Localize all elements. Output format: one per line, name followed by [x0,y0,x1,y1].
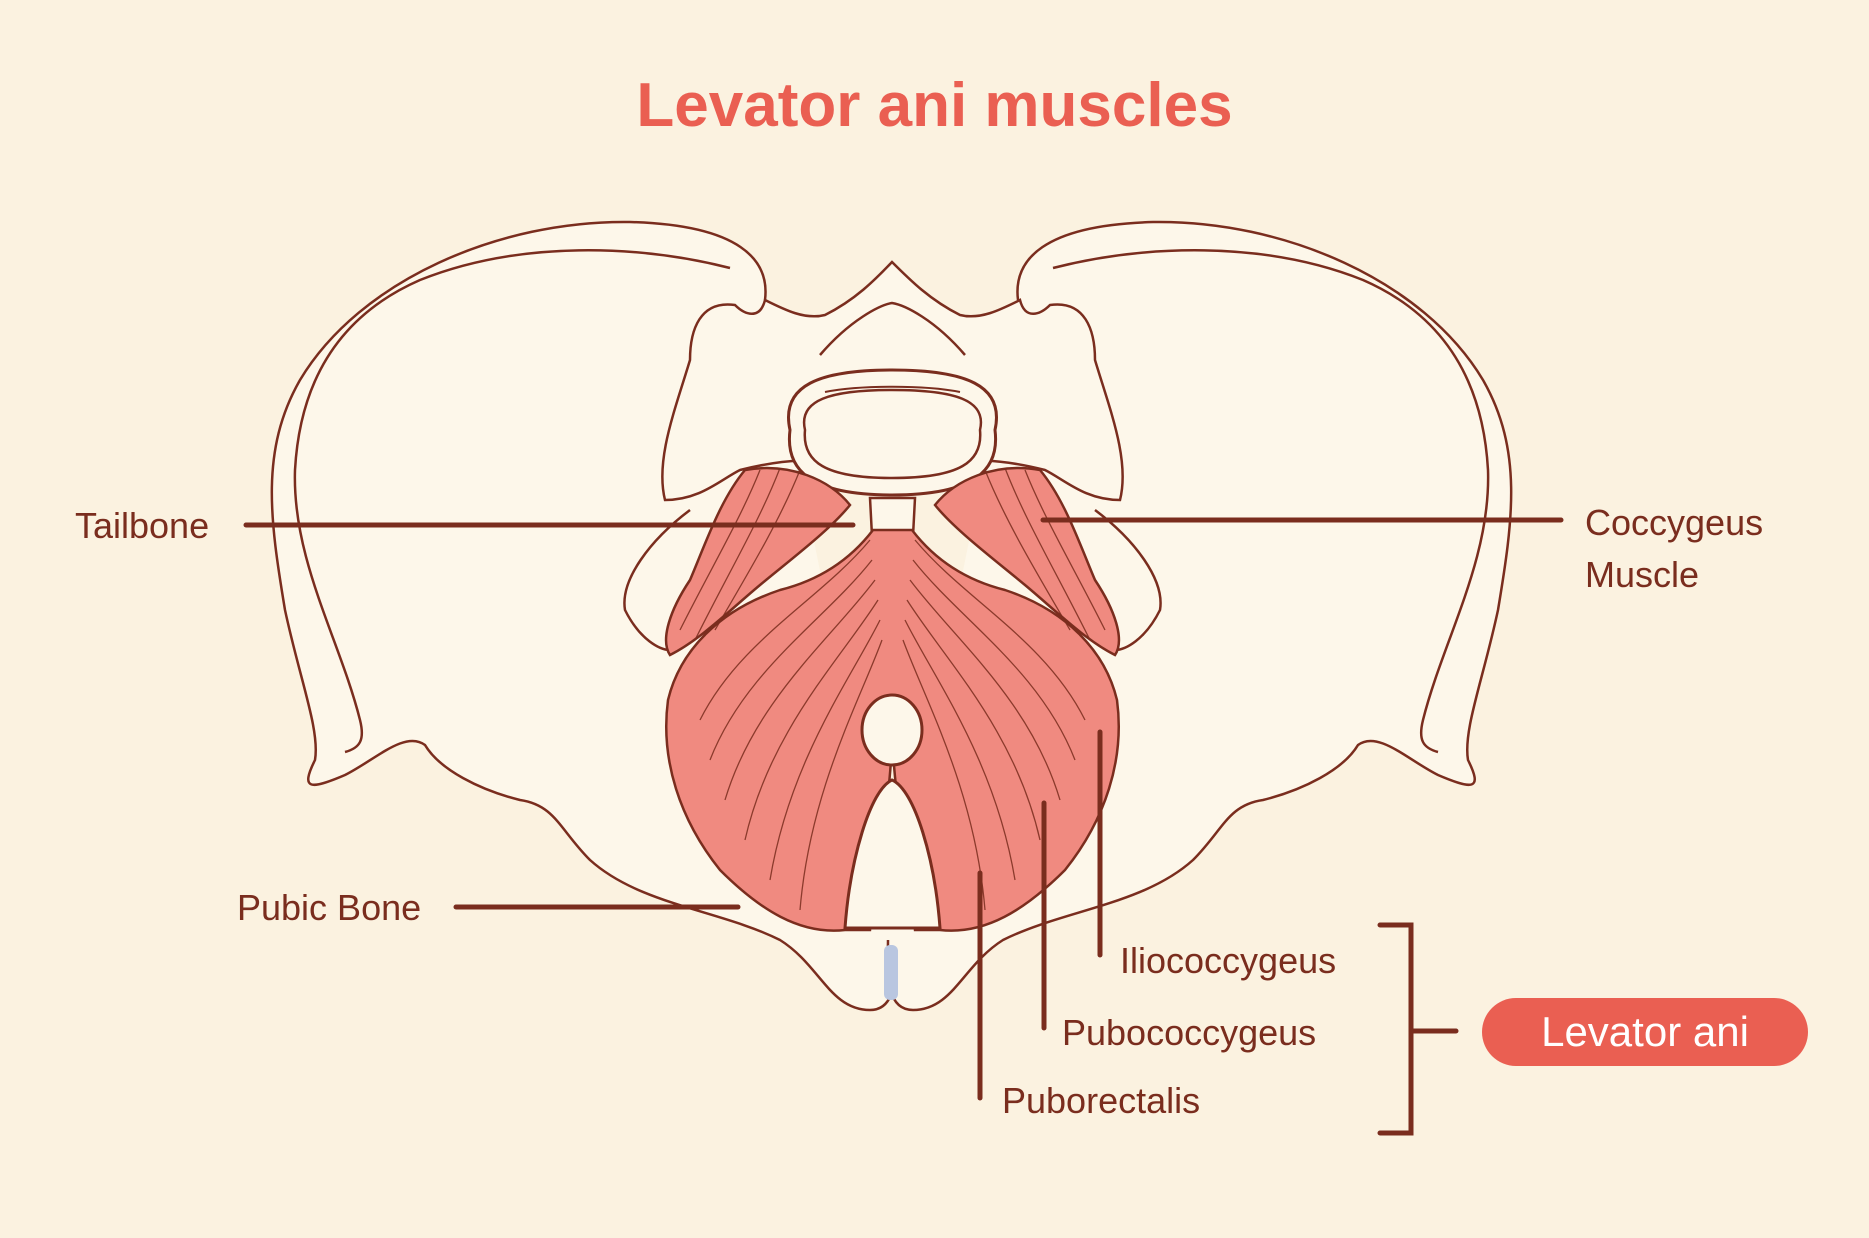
pubic-symphysis [884,945,898,1000]
levator-ani-bracket [1377,922,1414,1136]
vertebra-body [787,368,998,497]
iliococcygeus-label: Iliococcygeus [1120,940,1337,981]
puborectalis-label: Puborectalis [1002,1080,1201,1121]
levator-ani-badge: Levator ani [1482,998,1808,1066]
page-title: Levator ani muscles [636,71,1233,140]
pubic-bone-label: Pubic Bone [237,887,422,928]
pubococcygeus-label: Pubococcygeus [1062,1012,1317,1053]
coccygeus-label-line1: Coccygeus [1585,502,1764,543]
rectal-opening [860,693,924,767]
coccygeus-label-line2: Muscle [1585,554,1700,595]
urogenital-opening [843,778,942,930]
tailbone-label: Tailbone [75,505,210,546]
